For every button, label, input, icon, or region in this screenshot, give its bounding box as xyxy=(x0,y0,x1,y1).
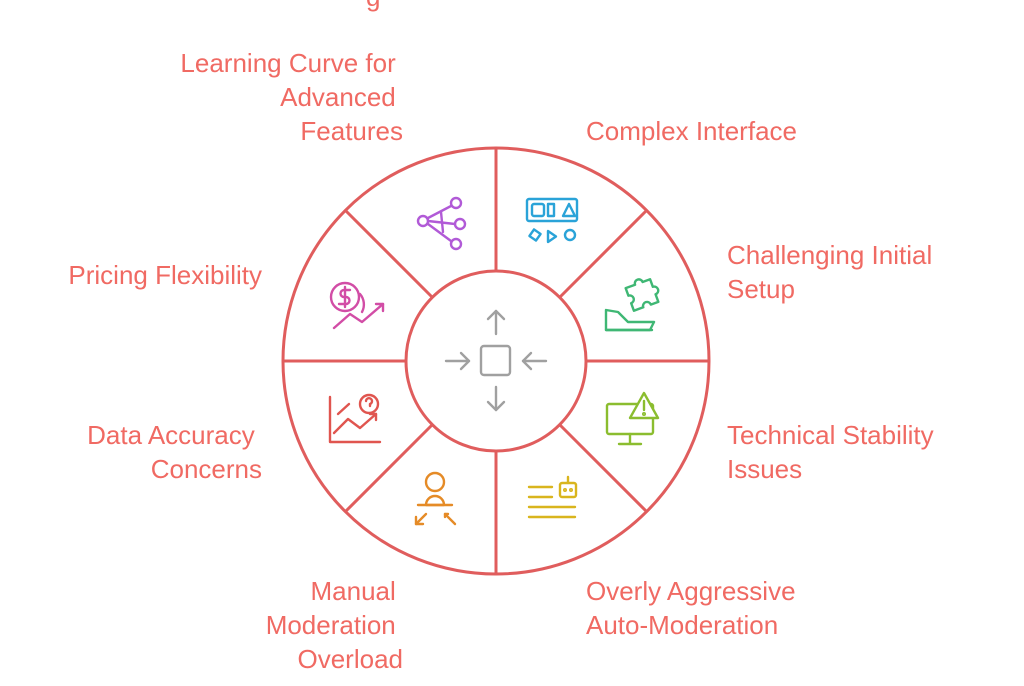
shapes-panel-icon xyxy=(525,197,579,244)
label-auto-moderation: Overly Aggressive Auto-Moderation xyxy=(586,576,803,640)
wheel-inner-ring xyxy=(404,269,588,453)
wheel xyxy=(281,146,711,576)
label-complex-interface: Complex Interface xyxy=(586,116,797,146)
monitor-warning-icon xyxy=(605,391,660,446)
label-pricing-flexibility: Pricing Flexibility xyxy=(68,260,262,290)
bot-text-icon xyxy=(527,475,578,519)
chart-question-icon xyxy=(328,393,382,444)
spoke-top-left xyxy=(343,208,434,299)
spoke-bottom-left xyxy=(343,423,434,514)
puzzle-hand-icon xyxy=(604,278,660,332)
spoke-top-right xyxy=(558,208,649,299)
label-technical-stability: Technical Stability Issues xyxy=(727,420,941,484)
spoke-bottom-right xyxy=(558,423,649,514)
label-manual-moderation: Manual Moderation Overload xyxy=(266,576,403,674)
dollar-growth-icon xyxy=(329,281,385,330)
label-data-accuracy: Data Accuracy Concerns xyxy=(87,420,262,484)
label-initial-setup: Challenging Initial Setup xyxy=(727,240,939,304)
network-share-icon xyxy=(416,196,467,251)
label-learning-curve: Learning Curve for Advanced Features xyxy=(180,48,403,146)
arrows-converging-to-square-icon xyxy=(444,309,548,412)
person-pressure-icon xyxy=(414,471,457,526)
title-fragment: g xyxy=(366,0,380,12)
